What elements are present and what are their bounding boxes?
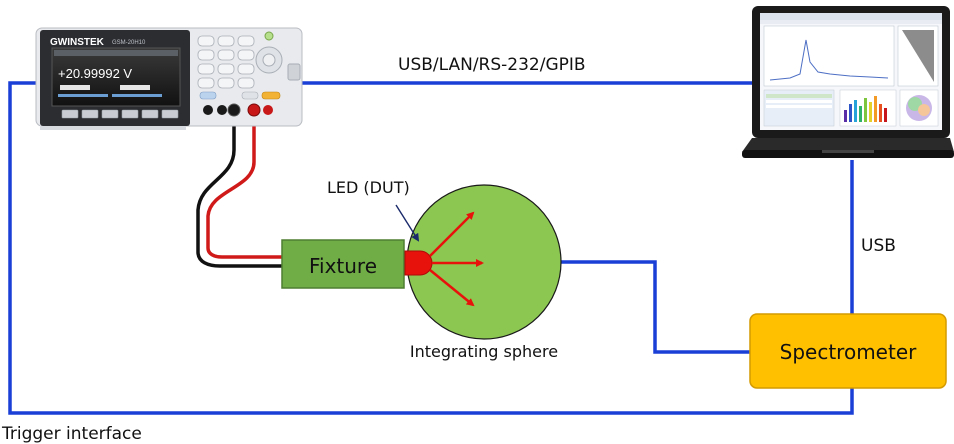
source-measure-unit-icon: GWINSTEK GSM-20H10 +20.99992 V: [35, 27, 303, 130]
comm-link-label: USB/LAN/RS-232/GPIB: [398, 55, 586, 75]
led-dut: [404, 250, 433, 276]
instrument-reading: +20.99992 V: [58, 66, 132, 81]
instrument-model: GSM-20H10: [112, 40, 146, 46]
test-leads: [196, 110, 284, 268]
fixture-label: Fixture: [309, 254, 377, 278]
sphere-label: Integrating sphere: [410, 342, 558, 361]
black-lead: [196, 110, 284, 268]
blue-wires: [8, 81, 854, 415]
laptop-bar-thumbnail: [839, 89, 897, 127]
spectrometer-box: [749, 313, 947, 389]
spectrometer-label: Spectrometer: [780, 340, 917, 364]
light-rays: [429, 211, 484, 307]
led-pointer: [395, 204, 420, 242]
instrument-brand: GWINSTEK: [50, 37, 105, 48]
sphere-to-spectrometer-wire: [560, 260, 750, 354]
trigger-label: Trigger interface: [1, 424, 142, 444]
usb-label: USB: [861, 236, 896, 256]
fixture-box: [281, 239, 405, 289]
red-lead: [206, 110, 284, 259]
trigger-wire: [8, 81, 854, 415]
laptop-icon: [742, 6, 954, 158]
led-label: LED (DUT): [327, 178, 410, 197]
